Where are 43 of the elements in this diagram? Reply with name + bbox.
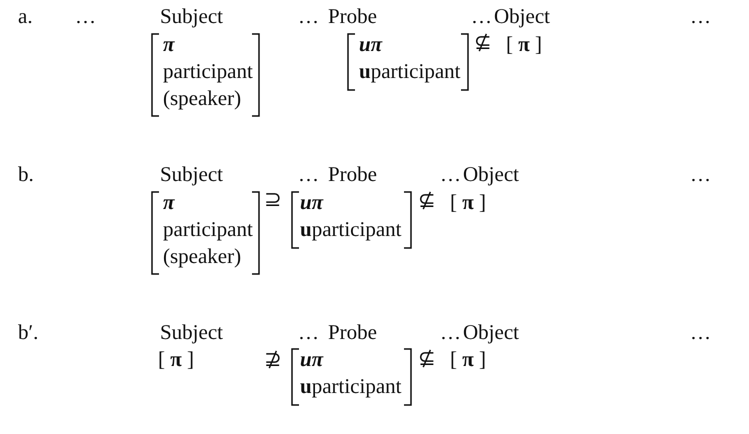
feature-value: [ π ] [506, 32, 542, 56]
category-label: Probe [328, 320, 377, 344]
feature-value: uπ [300, 190, 324, 214]
category-label: Subject [160, 4, 223, 28]
example-number: b. [18, 162, 34, 186]
ellipsis: … [690, 4, 711, 28]
category-label: Object [463, 162, 519, 186]
ellipsis: … [471, 4, 492, 28]
category-label: Probe [328, 162, 377, 186]
relation-symbol: ⊈ [418, 188, 436, 212]
category-label: Object [463, 320, 519, 344]
ellipsis: … [298, 320, 319, 344]
ellipsis: … [690, 162, 711, 186]
example-number: b′. [18, 320, 38, 344]
feature-value: uparticipant [359, 59, 460, 83]
ellipsis: … [298, 4, 319, 28]
feature-value: uπ [359, 32, 382, 56]
feature-value: participant [163, 217, 253, 241]
example-number: a. [18, 4, 33, 28]
feature-value: uparticipant [300, 374, 402, 398]
ellipsis: … [440, 162, 461, 186]
relation-symbol: ⊈ [418, 346, 436, 370]
feature-value: uπ [300, 347, 324, 371]
feature-value: (speaker) [163, 244, 242, 268]
feature-value: [ π ] [450, 347, 486, 371]
ellipsis: … [440, 320, 461, 344]
category-label: Subject [160, 320, 223, 344]
ellipsis: … [75, 4, 96, 28]
feature-value: participant [163, 59, 253, 83]
feature-value: uparticipant [300, 217, 402, 241]
feature-value: [ π ] [450, 190, 486, 214]
ellipsis: … [298, 162, 319, 186]
category-label: Object [494, 4, 550, 28]
relation-symbol: ⊉ [264, 347, 282, 371]
category-label: Subject [160, 162, 223, 186]
feature-value: (speaker) [163, 86, 242, 110]
feature-value: π [163, 190, 174, 214]
ellipsis: … [690, 320, 711, 344]
category-label: Probe [328, 4, 377, 28]
feature-value: [ π ] [158, 347, 194, 371]
relation-symbol: ⊈ [474, 30, 492, 54]
feature-value: π [163, 32, 174, 56]
relation-symbol: ⊇ [264, 187, 282, 211]
